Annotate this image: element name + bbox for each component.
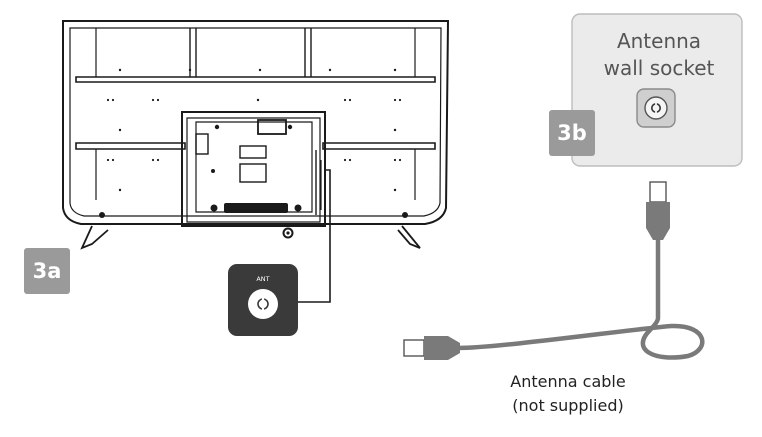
cable-plug-upper [646,181,670,240]
tv-lower-rail-right [322,142,436,150]
cable-line [455,237,705,360]
tv-port-block [257,119,287,135]
wall-socket-title-line1: Antenna [616,29,702,53]
cable-plug-lower [403,336,460,360]
tv-inner-frame [69,27,442,217]
cable-caption-line1: Antenna cable [510,372,626,391]
tv-details [99,68,408,218]
tv-rear-view [62,20,450,250]
tv-lower-rail [75,142,186,150]
wall-socket-title: Antenna wall socket [576,28,742,82]
cable-caption: Antenna cable (not supplied) [470,370,666,418]
wall-socket-title-line2: wall socket [603,56,715,80]
tv-vent-grille [224,203,288,213]
tv-back-panel [181,111,326,227]
tv-right-foot [397,225,421,249]
ant-port-callout: ANT [228,264,298,336]
antenna-cable [403,181,705,360]
step-badge-3a: 3a [24,248,70,294]
ant-port-label: ANT [256,275,269,283]
tv-ant-port [282,227,294,239]
step-badge-3b: 3b [549,110,595,156]
wall-socket-panel [571,13,743,167]
tv-left-foot [80,225,109,250]
ant-leader-line [298,169,331,303]
cable-caption-line2: (not supplied) [512,396,624,415]
tv-frame [62,20,450,225]
tv-upper-rail [75,76,436,83]
